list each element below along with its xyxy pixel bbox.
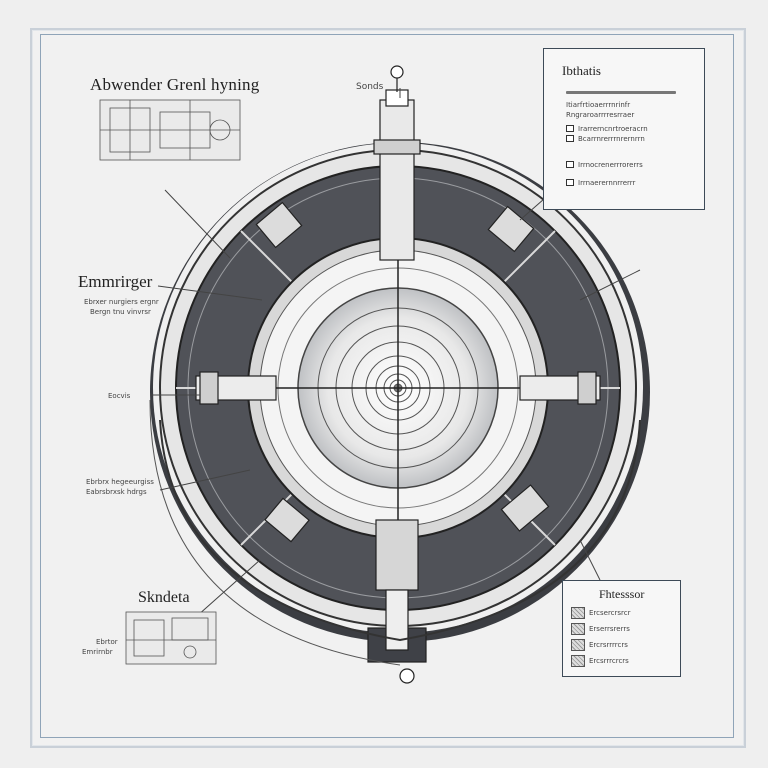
legend-top-title: Ibthatis — [562, 63, 601, 78]
left-small-label-1: Eocvis — [108, 392, 131, 400]
mid-left-sub2: Bergn tnu vinvrsr — [90, 308, 151, 316]
legend-bottom-title: Fhtesssor — [599, 587, 645, 601]
legend-thumb — [571, 622, 585, 635]
legend-thumb — [571, 606, 585, 619]
legend-box — [566, 161, 574, 168]
legend-top-row: Rngraroarrrresrraer — [566, 110, 635, 119]
title-top-left: Abwender Grenl hyning — [90, 75, 260, 94]
legend-top-row: Itiarfrtioaerrrnrinfr — [566, 100, 631, 109]
title-bottom-left: Skndeta — [138, 589, 190, 606]
inner-frame — [40, 34, 734, 738]
legend-thumb — [571, 638, 585, 651]
legend-bottom-row: Ercrsrrrrcrs — [571, 638, 628, 651]
title-mid-left: Emmrirger — [78, 272, 153, 291]
legend-box — [566, 179, 574, 186]
legend-top-row — [566, 89, 676, 96]
mid-left-sub1: Ebrxer nurgiers ergnr — [84, 298, 159, 306]
legend-bottom-row: Ercsrrrcrcrs — [571, 654, 629, 667]
bottom-left-sub1: Ebrtor — [96, 638, 118, 646]
legend-top-row: Irrnaerernnrrerrr — [566, 179, 635, 187]
base-cylinder — [159, 419, 641, 642]
legend-box — [566, 125, 574, 132]
left-small-label-2: Ebrbrx hegeeurgiss — [86, 478, 154, 486]
bottom-left-sub2: Emrirnbr — [82, 648, 113, 656]
legend-panel-top: Ibthatis Itiarfrtioaerrrnrinfr Rngraroar… — [543, 48, 705, 210]
legend-bottom-row: Ercsercrsrcr — [571, 606, 631, 619]
diagonal-modules — [255, 201, 550, 543]
bottom-left-sketch — [125, 611, 217, 665]
legend-top-row: Bcarrnrerrrnrernrrn — [566, 135, 645, 143]
legend-thumb — [571, 654, 585, 667]
legend-bottom-row: Erserrsrerrs — [571, 622, 630, 635]
left-small-label-3: Eabrsbrxsk hdrgs — [86, 488, 147, 496]
legend-top-row: Irrnocrenerrrorerrs — [566, 161, 643, 169]
tag-top-center: Sonds — [356, 82, 384, 92]
outer-arc-left — [149, 399, 401, 666]
top-left-sketch — [99, 99, 241, 161]
horizontal-arms — [195, 371, 601, 405]
legend-top-row: Irarrerncnrtroeracrn — [566, 125, 648, 133]
legend-panel-bottom: Fhtesssor Ercsercrsrcr Erserrsrerrs Ercr… — [562, 580, 681, 677]
legend-box — [566, 135, 574, 142]
vertical-mast — [367, 65, 427, 684]
